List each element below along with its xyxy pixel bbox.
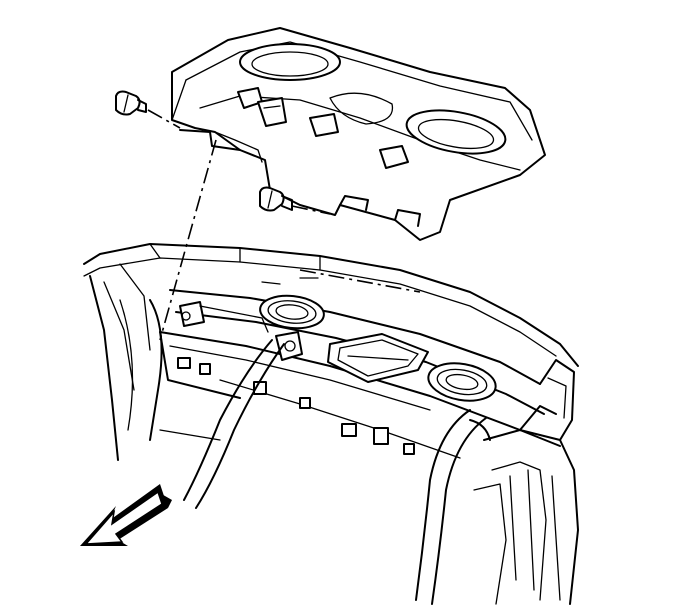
frame-hole-1	[177, 357, 191, 369]
push-pin-retainer-upper	[115, 90, 147, 116]
right-quarter-structure	[473, 359, 579, 605]
alignment-guide-line	[159, 139, 217, 341]
left-speaker-opening	[259, 294, 325, 330]
left-lower-trim	[119, 299, 221, 441]
rear-window-trim-panel	[171, 27, 546, 241]
seat-belt-retractor	[275, 331, 303, 361]
seat-belt-webbing	[183, 339, 491, 605]
panel-left-speaker-bulge	[239, 43, 341, 81]
frame-hole-5	[341, 423, 357, 437]
frame-hole-7	[403, 443, 415, 455]
front-direction-arrow-icon	[80, 484, 172, 546]
frame-hole-6	[373, 427, 389, 445]
panel-clip-2	[257, 97, 287, 127]
center-high-mount-stop-lamp-opening	[327, 333, 429, 383]
frame-hole-2	[199, 363, 211, 375]
frame-hole-4	[299, 397, 311, 409]
push-pin-retainer-lower	[259, 186, 293, 212]
right-speaker-opening	[427, 362, 497, 402]
panel-right-speaker-bulge	[405, 109, 507, 155]
panel-clip-3	[309, 113, 339, 137]
upper-pin-guide-line	[147, 109, 181, 129]
panel-clip-4	[379, 145, 409, 169]
lower-pin-guide-line	[291, 205, 331, 215]
